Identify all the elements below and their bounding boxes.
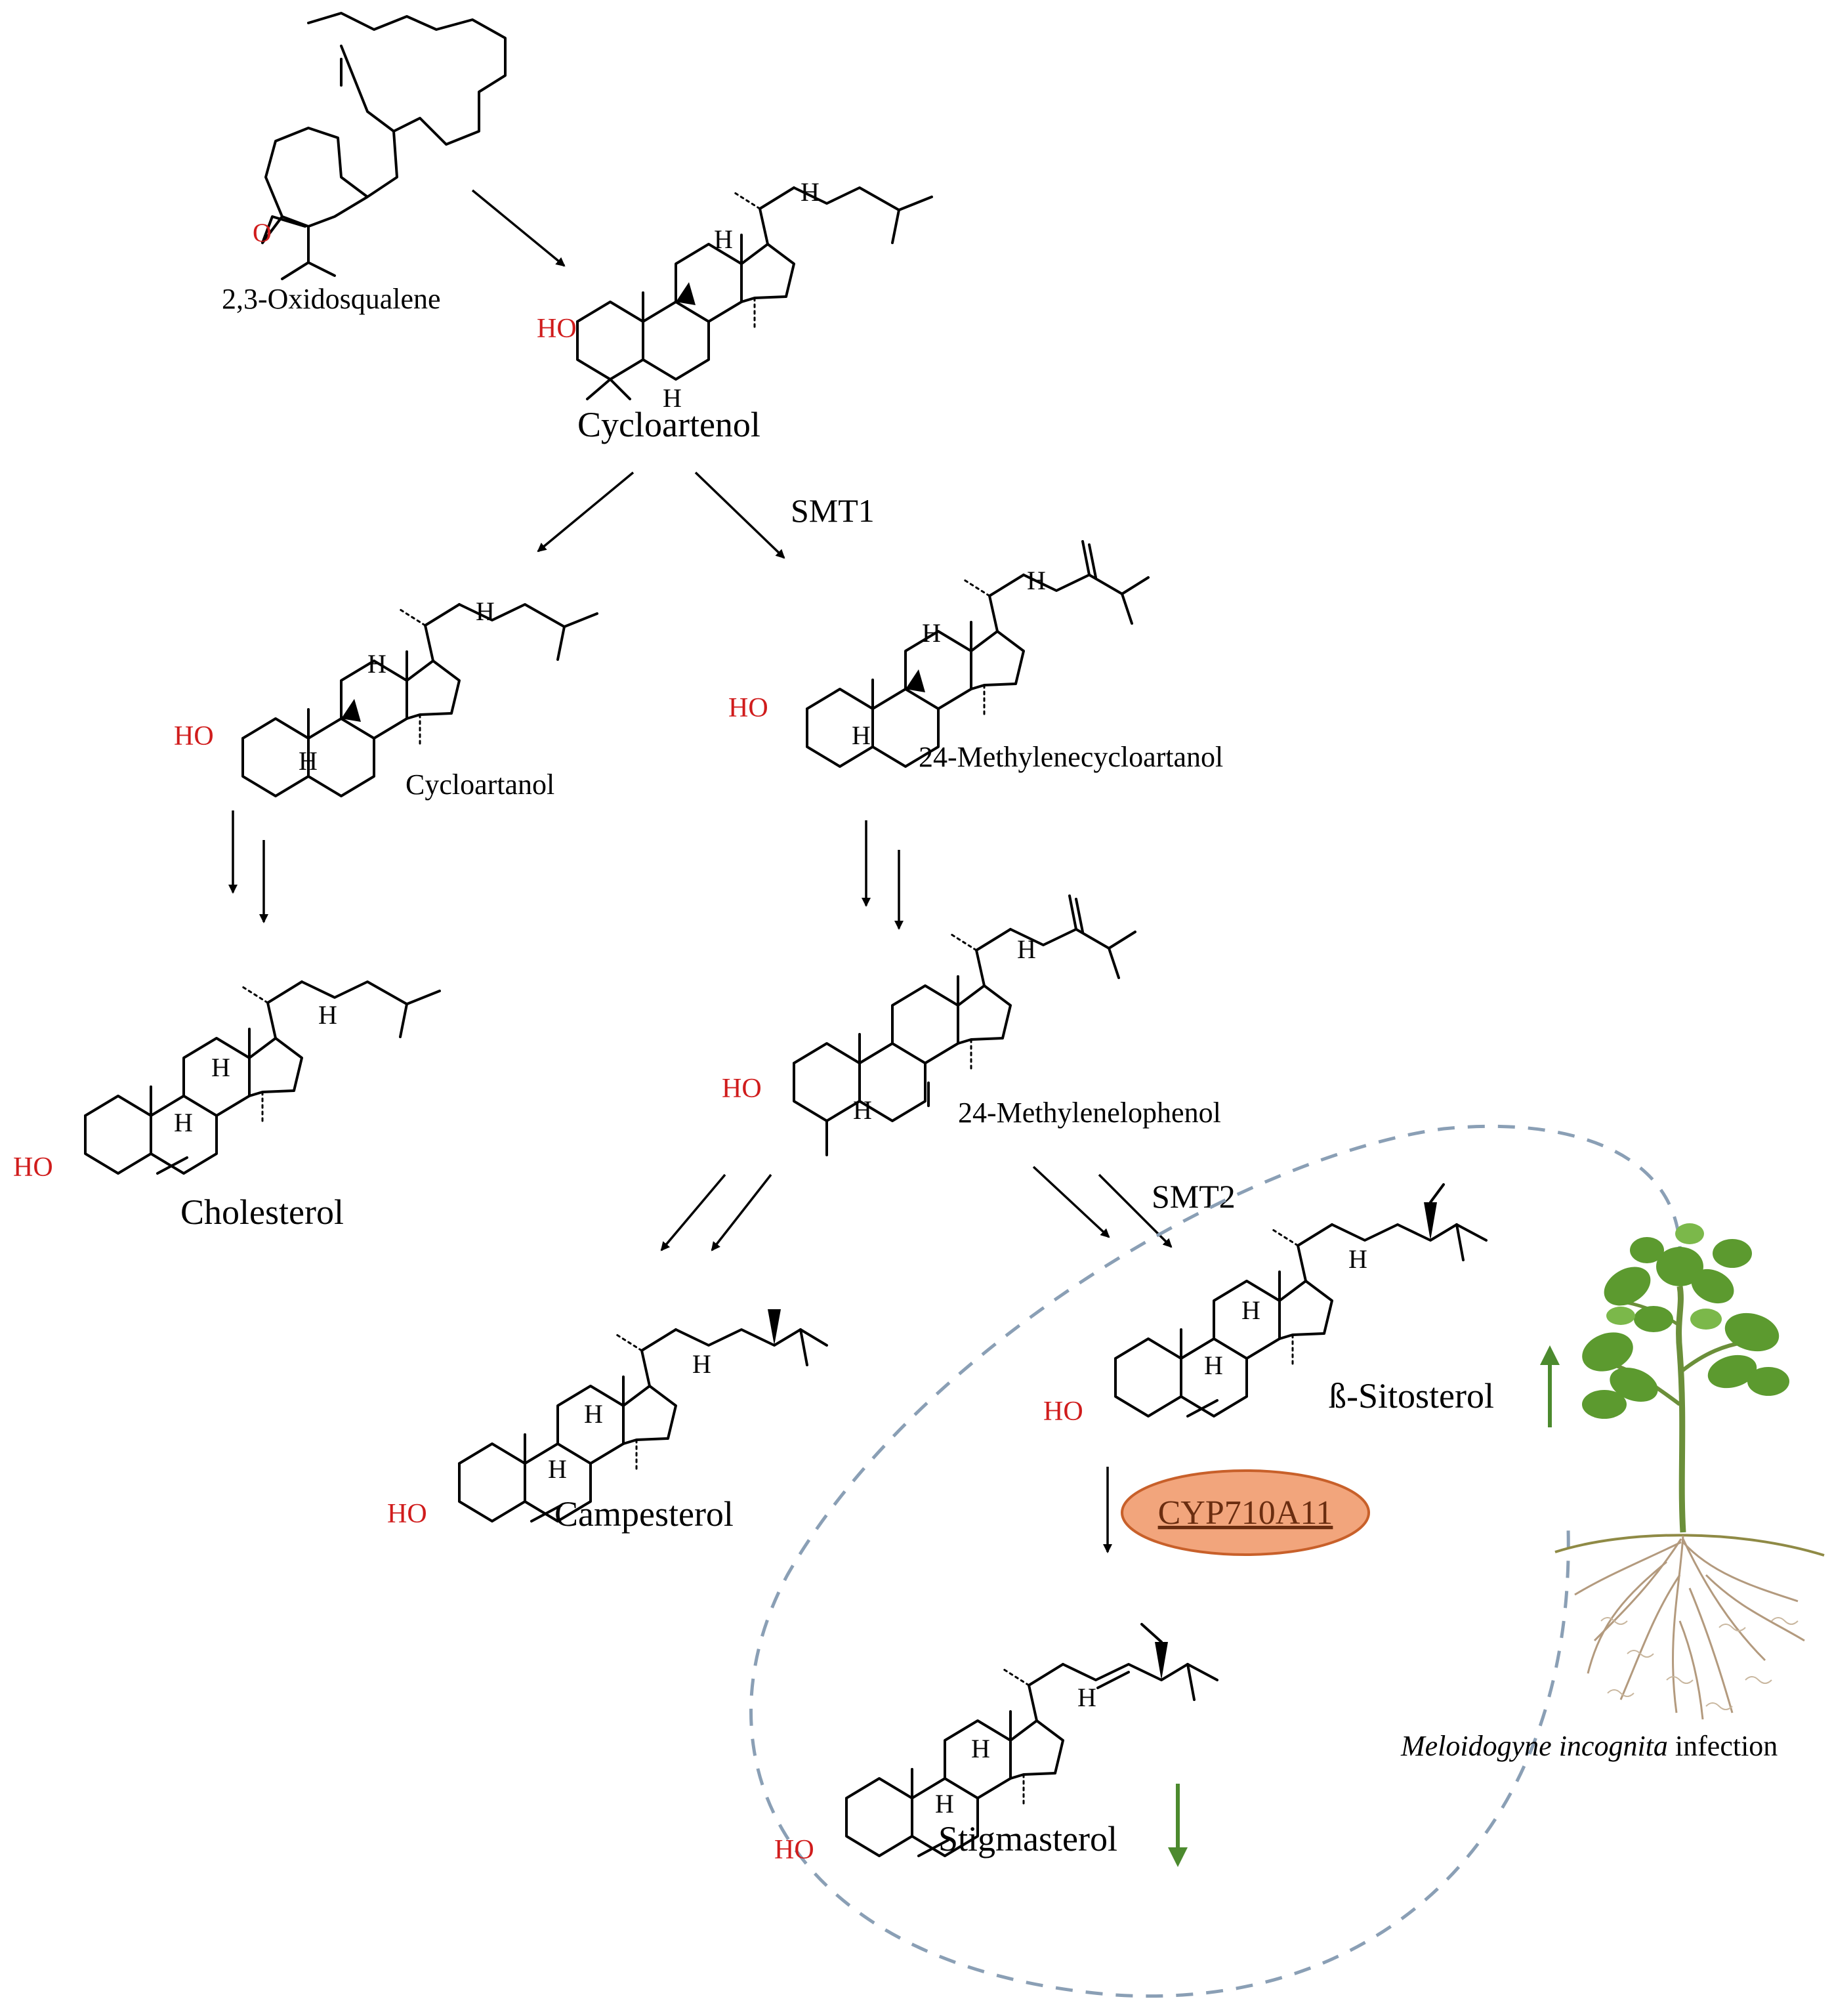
- methylenelophenol-h1: H: [1017, 934, 1036, 964]
- label-methylenelophenol: 24-Methylenelophenol: [958, 1097, 1221, 1129]
- label-cycloartanol: Cycloartanol: [406, 768, 554, 801]
- stigmasterol-h3: H: [935, 1789, 954, 1818]
- cycloartanol-structure: HO H H H: [174, 597, 598, 797]
- sitosterol-hydroxyl: HO: [1043, 1396, 1083, 1427]
- stigmasterol-h2: H: [1077, 1683, 1096, 1712]
- methylenelophenol-hydroxyl: HO: [722, 1074, 762, 1104]
- arrow-to-methylenecycloartanol: [694, 471, 785, 559]
- tomato-plant-illustration: [1554, 1223, 1825, 1720]
- campesterol-h3: H: [548, 1454, 567, 1484]
- methylenecycloartanol-h1: H: [922, 618, 941, 648]
- campesterol-h2: H: [692, 1349, 711, 1379]
- sitosterol-structure: HO H H H: [1043, 1183, 1488, 1427]
- methylenecycloartanol-h3: H: [852, 721, 871, 750]
- label-sitosterol: ß-Sitosterol: [1329, 1376, 1494, 1416]
- cholesterol-h2: H: [318, 1000, 337, 1030]
- methylenecycloartanol-h2: H: [1027, 566, 1046, 595]
- oxidosqualene-structure: O 2,3-Oxidosqualene: [222, 12, 507, 315]
- cycloartenol-hydroxyl: HO: [537, 314, 577, 344]
- arrow-to-sitosterol-a: [1032, 1166, 1110, 1238]
- infection-species: Meloidogyne incognita: [1400, 1730, 1668, 1762]
- sitosterol-h2: H: [1348, 1244, 1367, 1274]
- cycloartanol-hydroxyl: HO: [174, 721, 214, 751]
- infection-suffix: infection: [1668, 1730, 1778, 1762]
- stigmasterol-hydroxyl: HO: [774, 1835, 814, 1865]
- infection-outline: [749, 1124, 1682, 1998]
- enzyme-cyp: CYP710A11: [1158, 1494, 1333, 1532]
- label-oxidosqualene: 2,3-Oxidosqualene: [222, 283, 441, 315]
- label-cycloartenol: Cycloartenol: [577, 405, 760, 444]
- campesterol-hydroxyl: HO: [387, 1499, 427, 1529]
- cycloartenol-h2: H: [801, 177, 820, 207]
- enzyme-smt1: SMT1: [791, 492, 875, 529]
- cycloartenol-structure: HO H H H: [537, 177, 933, 413]
- label-campesterol: Campesterol: [554, 1494, 734, 1534]
- cycloartanol-h2: H: [476, 597, 495, 626]
- label-stigmasterol: Stigmasterol: [938, 1819, 1117, 1858]
- campesterol-h1: H: [584, 1399, 603, 1429]
- infection-caption: Meloidogyne incognita infection: [1400, 1730, 1778, 1762]
- cycloartanol-h1: H: [367, 649, 386, 679]
- stigmasterol-structure: HO H H H: [774, 1623, 1218, 1865]
- campesterol-structure: HO H H H: [387, 1309, 828, 1529]
- enzyme-cyp-badge: CYP710A11: [1121, 1469, 1370, 1556]
- label-cholesterol: Cholesterol: [180, 1192, 344, 1232]
- cholesterol-hydroxyl: HO: [13, 1152, 53, 1183]
- arrow-to-campesterol-a: [660, 1173, 726, 1251]
- cholesterol-structure: HO H H H: [13, 980, 441, 1183]
- cycloartenol-h1: H: [714, 224, 733, 254]
- enzyme-smt2: SMT2: [1152, 1178, 1236, 1215]
- cycloartenol-h3: H: [663, 383, 682, 413]
- methylenelophenol-structure: HO H H: [722, 894, 1136, 1156]
- sitosterol-h1: H: [1241, 1295, 1260, 1325]
- arrow-to-cycloartenol: [471, 189, 566, 267]
- epoxide-oxygen: O: [253, 218, 272, 247]
- label-methylenecycloartanol: 24-Methylenecycloartanol: [919, 741, 1223, 773]
- cholesterol-h1: H: [211, 1053, 230, 1082]
- cycloartanol-h3: H: [299, 746, 318, 776]
- cholesterol-h3: H: [174, 1108, 193, 1137]
- stigmasterol-h1: H: [971, 1734, 990, 1763]
- methylenecycloartanol-hydroxyl: HO: [728, 693, 768, 723]
- arrow-to-cycloartanol: [537, 471, 635, 553]
- arrow-to-campesterol-b: [711, 1173, 772, 1251]
- methylenelophenol-h2: H: [853, 1095, 872, 1125]
- sitosterol-h3: H: [1204, 1351, 1223, 1380]
- methylenecycloartanol-structure: HO H H H: [728, 540, 1150, 768]
